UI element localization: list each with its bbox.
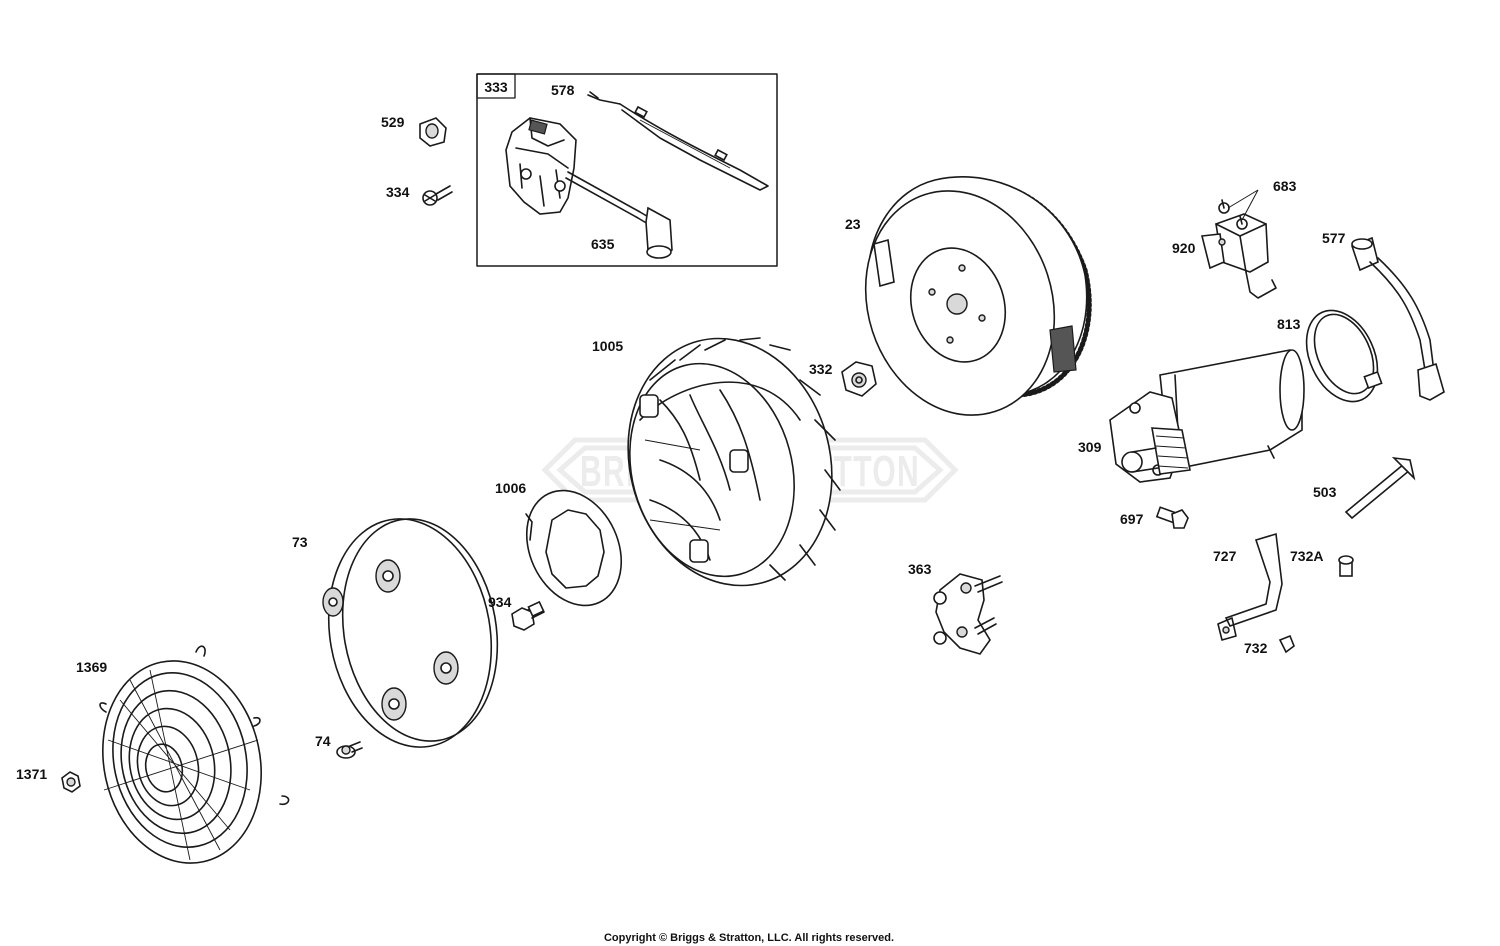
label-732A: 732A [1290, 548, 1323, 564]
part-813-strap [1305, 309, 1383, 403]
part-1369-grille [99, 645, 290, 864]
part-635-ignition-module [505, 117, 673, 259]
label-334: 334 [386, 184, 410, 200]
label-1369: 1369 [76, 659, 107, 675]
label-74: 74 [315, 733, 331, 749]
label-23: 23 [845, 216, 861, 232]
part-920-solenoid [1201, 199, 1277, 299]
part-578-wire [587, 91, 769, 191]
label-73: 73 [292, 534, 308, 550]
part-934-bolt [511, 600, 545, 631]
part-1006-retainer [525, 489, 623, 607]
label-309: 309 [1078, 439, 1102, 455]
part-577-cable [1351, 236, 1445, 401]
part-74-screw [336, 741, 363, 759]
inset-box-label: 333 [484, 79, 508, 95]
part-23-flywheel [864, 176, 1092, 416]
part-363-bracket [933, 573, 1003, 655]
part-529-grommet [419, 117, 447, 147]
label-934: 934 [488, 594, 512, 610]
label-683: 683 [1273, 178, 1297, 194]
leader-lines [1227, 189, 1259, 221]
label-578: 578 [551, 82, 575, 98]
label-732: 732 [1244, 640, 1268, 656]
label-332: 332 [809, 361, 833, 377]
part-309-starter [1109, 349, 1305, 483]
callout-labels: 578 529 334 635 23 683 920 577 813 1005 … [16, 82, 1346, 782]
part-732A-screw [1338, 555, 1354, 577]
label-363: 363 [908, 561, 932, 577]
part-697-bolt [1155, 506, 1189, 529]
part-727-bracket [1217, 532, 1283, 641]
label-920: 920 [1172, 240, 1196, 256]
label-697: 697 [1120, 511, 1144, 527]
part-1005-fan [627, 337, 841, 587]
label-635: 635 [591, 236, 615, 252]
part-73-screen [322, 518, 499, 748]
part-503-bracket [1344, 456, 1416, 520]
label-1371: 1371 [16, 766, 47, 782]
part-334-screw [422, 185, 453, 206]
copyright-notice: Copyright © Briggs & Stratton, LLC. All … [604, 932, 894, 944]
inset-box-333: 333 [476, 73, 778, 267]
label-529: 529 [381, 114, 405, 130]
part-1371-nut [61, 771, 81, 793]
part-732-screw [1278, 634, 1295, 654]
label-727: 727 [1213, 548, 1237, 564]
label-577: 577 [1322, 230, 1346, 246]
label-1006: 1006 [495, 480, 526, 496]
part-332-nut [841, 361, 877, 397]
label-813: 813 [1277, 316, 1301, 332]
label-503: 503 [1313, 484, 1337, 500]
label-1005: 1005 [592, 338, 623, 354]
